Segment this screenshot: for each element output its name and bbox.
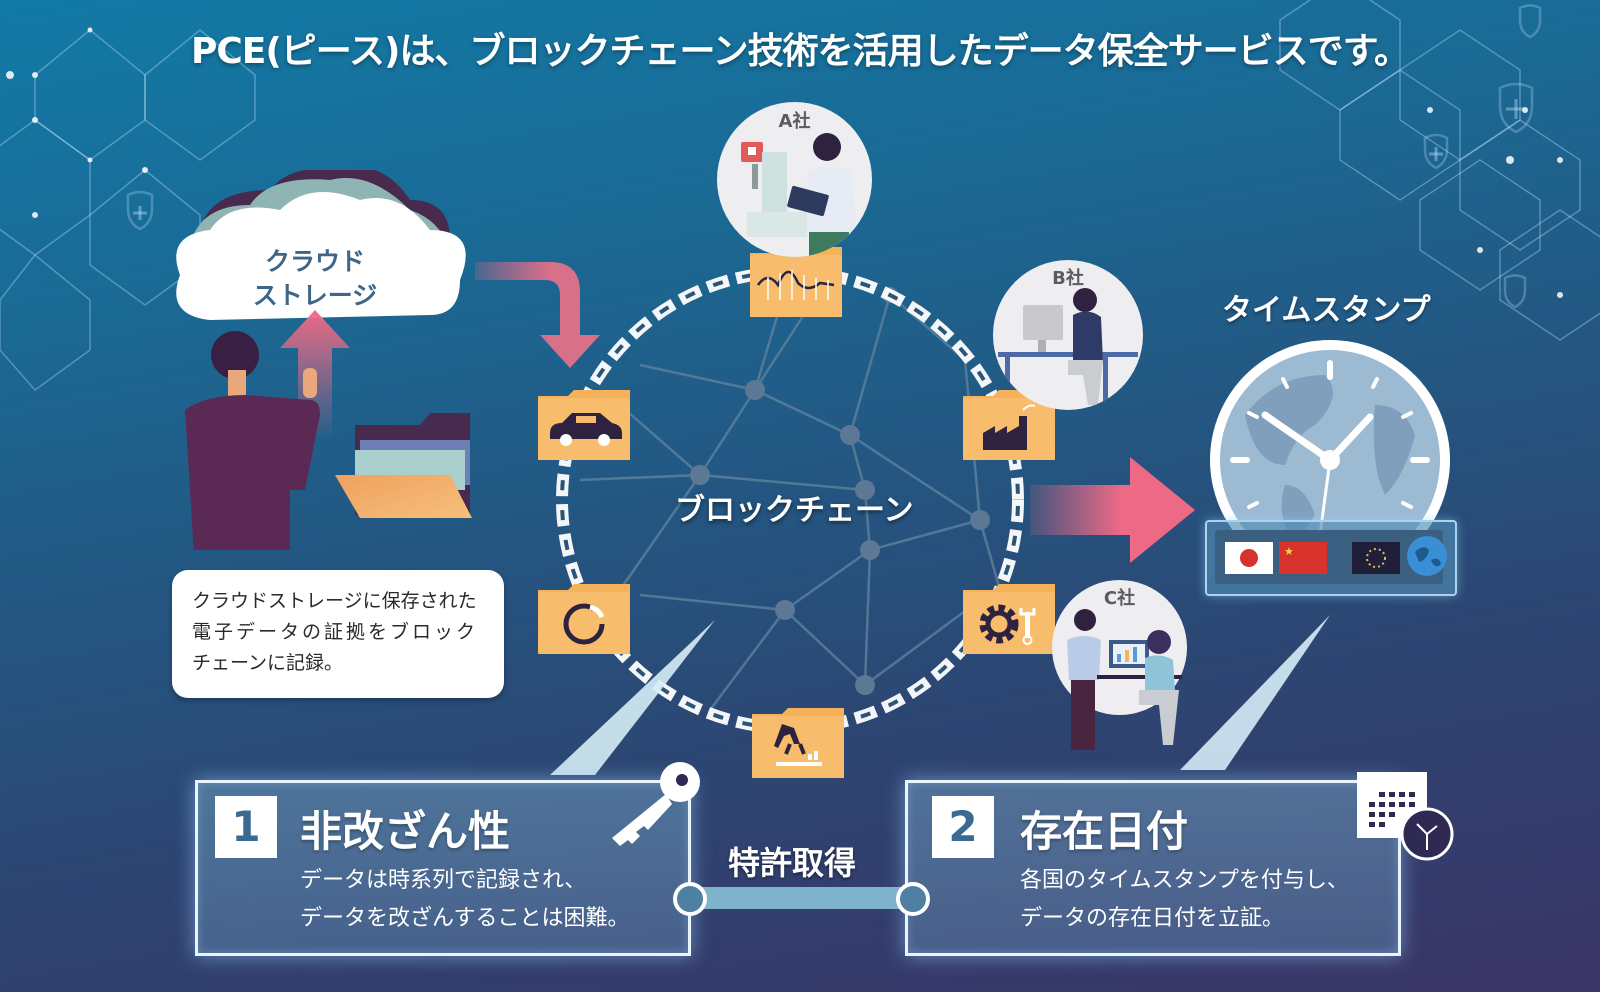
- progress-ring-icon: [538, 584, 630, 654]
- feature-desc-2: 各国のタイムスタンプを付与し、 データの存在日付を立証。: [1020, 862, 1349, 938]
- folder-progress: [538, 582, 630, 654]
- eu-flag-icon: [1352, 542, 1400, 574]
- feature-card-1: [195, 780, 691, 956]
- connector-node-left: [673, 882, 707, 916]
- blockchain-label: ブロックチェーン: [675, 493, 914, 528]
- factory-icon: [963, 390, 1055, 460]
- feature-title-1: 非改ざん性: [300, 807, 511, 856]
- chain-to-timestamp-arrow: [1030, 457, 1195, 563]
- feature-desc-line: データを改ざんすることは困難。: [300, 906, 630, 931]
- folder-robot: [752, 706, 844, 778]
- company-c-label: C社: [1103, 588, 1136, 609]
- china-flag-icon: ★: [1279, 542, 1327, 574]
- company-a-label: A社: [778, 111, 811, 132]
- company-b-label: B社: [1052, 268, 1084, 289]
- feature-number-2: 2: [932, 796, 994, 858]
- company-b-circle: B社: [993, 260, 1143, 410]
- feature-desc-line: データは時系列で記録され、: [300, 868, 587, 893]
- cloud-storage-label: クラウド ストレージ: [235, 245, 395, 313]
- patent-label: 特許取得: [728, 844, 857, 882]
- feature-desc-line: データの存在日付を立証。: [1020, 906, 1285, 931]
- feature-desc-line: 各国のタイムスタンプを付与し、: [1020, 868, 1349, 893]
- cloud-description: クラウドストレージに保存された 電子データの証拠をブロック チェーンに記録。: [192, 586, 502, 679]
- beam-right: [1180, 615, 1330, 770]
- feature-desc-1: データは時系列で記録され、 データを改ざんすることは困難。: [300, 862, 630, 938]
- engineer-illustration: [741, 133, 857, 257]
- robot-arm-icon: [752, 708, 844, 778]
- folder-chart: [750, 245, 842, 317]
- cloud-label-line2: ストレージ: [252, 281, 378, 310]
- cloud-storage-illustration: [176, 170, 472, 550]
- flags-panel: ★: [1205, 520, 1457, 596]
- patent-connector: [690, 887, 905, 909]
- folder-car: [538, 388, 630, 460]
- folder-factory: [963, 388, 1055, 460]
- connector-node-right: [896, 882, 930, 916]
- cloud-description-box: [172, 570, 504, 698]
- description-line: クラウドストレージに保存された: [192, 590, 477, 612]
- company-a-circle: A社: [717, 102, 872, 257]
- key-icon: [612, 762, 700, 846]
- globe-icon: [1407, 536, 1447, 576]
- feature-number-1: 1: [215, 796, 277, 858]
- description-line: チェーンに記録。: [192, 652, 344, 674]
- cloud-label-line1: クラウド: [264, 247, 365, 276]
- feature-title-2: 存在日付: [1020, 807, 1189, 856]
- calendar-clock-icon: [1357, 772, 1454, 861]
- team-meeting-illustration: [1067, 609, 1182, 750]
- chart-wave-icon: [750, 247, 842, 317]
- svg-text:★: ★: [1284, 545, 1294, 558]
- folder-tools: [963, 582, 1055, 654]
- cloud-to-chain-arrow: [475, 262, 600, 368]
- company-c-circle: C社: [1052, 580, 1187, 750]
- description-line: 電子データの証拠をブロック: [192, 621, 479, 643]
- page-title: PCE(ピース)は、ブロックチェーン技術を活用したデータ保全サービスです。: [190, 31, 1410, 72]
- japan-flag-icon: [1225, 542, 1273, 574]
- beam-left: [550, 620, 715, 775]
- car-icon: [538, 390, 630, 460]
- gear-wrench-icon: [963, 584, 1055, 654]
- timestamp-label: タイムスタンプ: [1222, 293, 1431, 328]
